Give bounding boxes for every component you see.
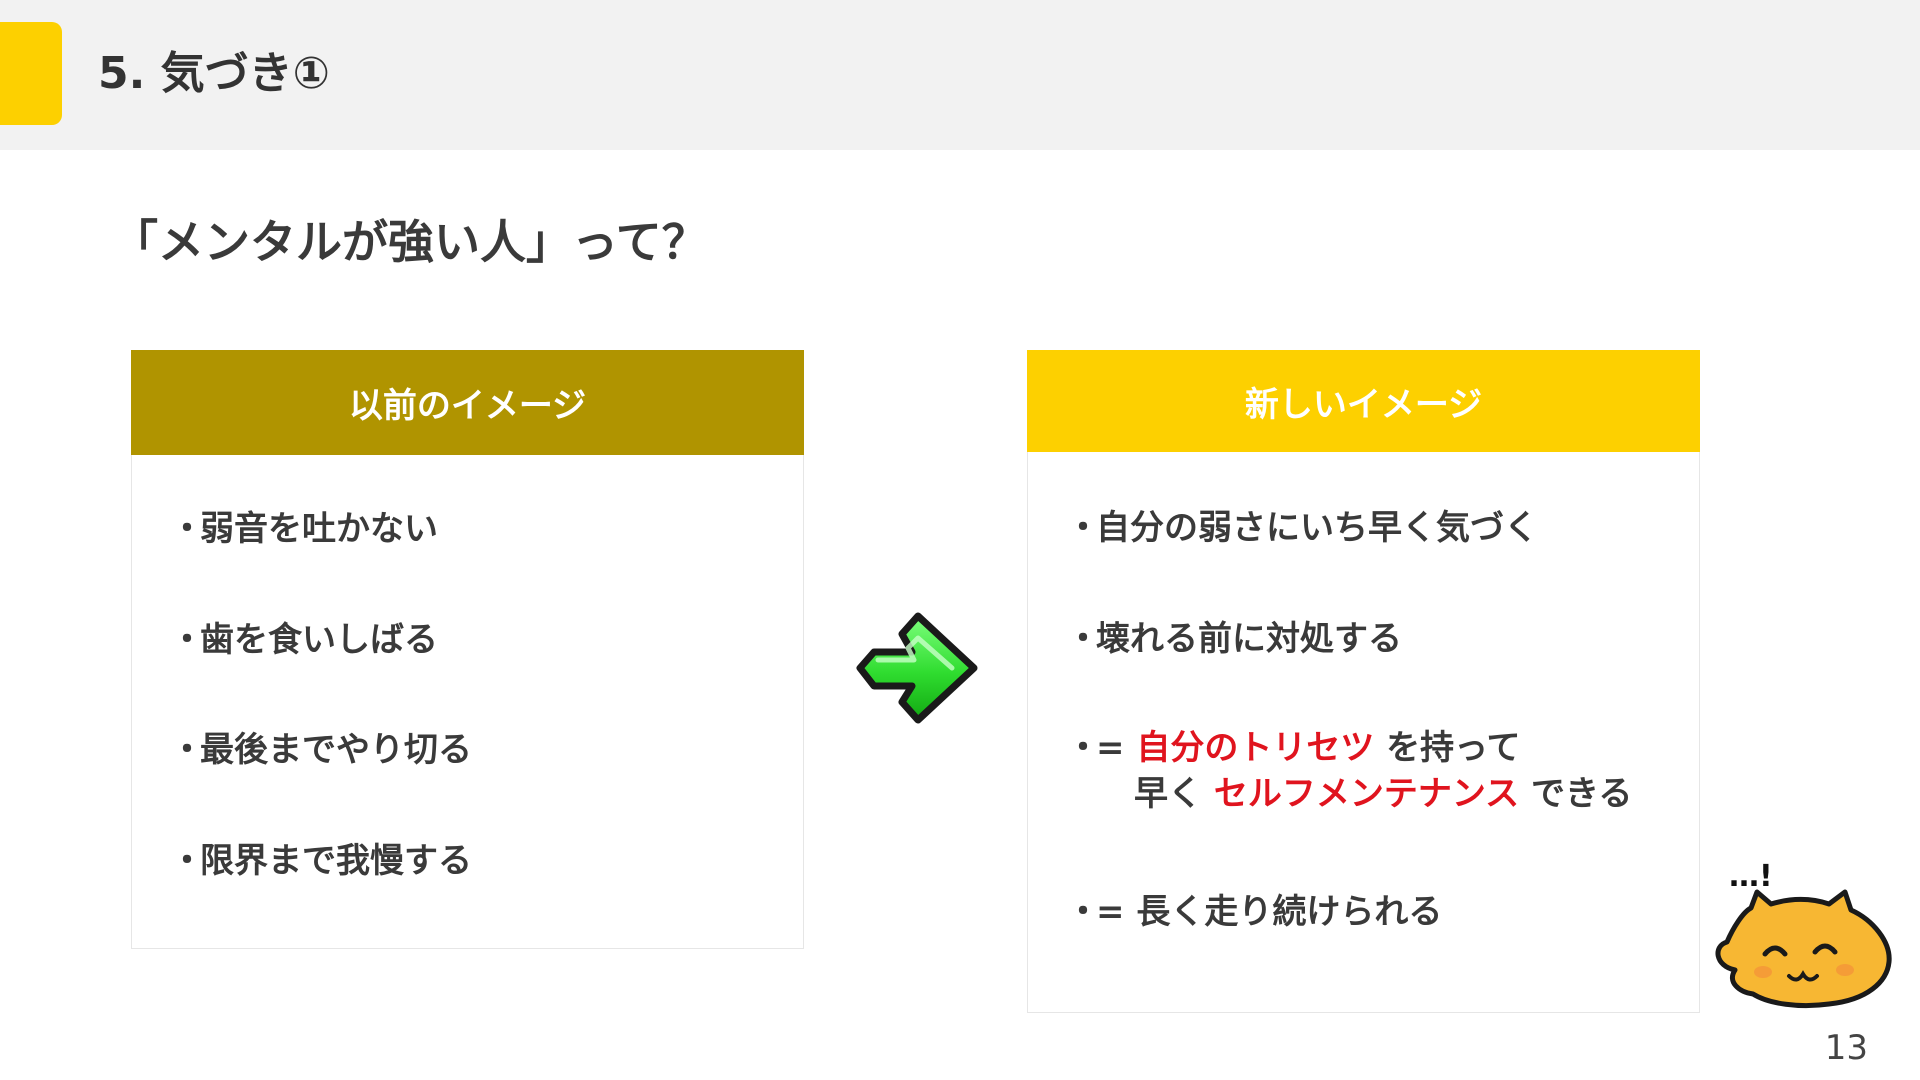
old-image-item-text: 最後までやり切る bbox=[200, 730, 472, 770]
new-image-item-text: できる bbox=[1519, 774, 1633, 814]
bullet-dot: ・ bbox=[1066, 508, 1100, 548]
new-image-card: 新しいイメージ ・自分の弱さにいち早く気づく ・壊れる前に対処する ・= 自分の… bbox=[1027, 350, 1700, 1013]
bullet-dot: ・ bbox=[170, 509, 204, 549]
new-image-card-title: 新しいイメージ bbox=[1027, 350, 1700, 452]
bullet-dot: ・ bbox=[1066, 619, 1100, 659]
new-image-item: ・= 自分のトリセツ を持って 早く セルフメンテナンス できる bbox=[1066, 725, 1632, 817]
bullet-dot: ・ bbox=[1066, 728, 1100, 768]
bullet-dot: ・ bbox=[170, 620, 204, 660]
mascot-thought-text: …! bbox=[1729, 859, 1773, 894]
old-image-item: ・限界まで我慢する bbox=[170, 838, 472, 884]
new-image-item-text: 自分の弱さにいち早く気づく bbox=[1096, 508, 1538, 548]
old-image-card-title: 以前のイメージ bbox=[131, 350, 804, 455]
green-right-arrow-icon bbox=[856, 612, 978, 724]
bullet-dot: ・ bbox=[170, 730, 204, 770]
orange-cat-mascot: …! bbox=[1715, 859, 1892, 1009]
page-number: 13 bbox=[1824, 1028, 1868, 1068]
new-image-item-prefix: = bbox=[1096, 728, 1137, 768]
new-image-item-text: 壊れる前に対処する bbox=[1096, 619, 1402, 659]
highlight-torisetsu: 自分のトリセツ bbox=[1136, 728, 1375, 768]
question-heading: 「メンタルが強い人」って？ bbox=[112, 215, 708, 269]
page-title: 5. 気づき① bbox=[98, 48, 330, 99]
new-image-item: ・壊れる前に対処する bbox=[1066, 616, 1402, 662]
old-image-card: 以前のイメージ ・弱音を吐かない ・歯を食いしばる ・最後までやり切る ・限界ま… bbox=[131, 350, 804, 949]
old-image-item: ・最後までやり切る bbox=[170, 727, 472, 773]
old-image-item-text: 歯を食いしばる bbox=[200, 620, 438, 660]
new-image-item: ・自分の弱さにいち早く気づく bbox=[1066, 505, 1538, 551]
new-image-item-text: 早く bbox=[1134, 774, 1214, 814]
old-image-item-text: 限界まで我慢する bbox=[200, 841, 472, 881]
old-image-item: ・弱音を吐かない bbox=[170, 506, 438, 552]
new-image-item-text: を持って bbox=[1374, 728, 1521, 768]
old-image-item: ・歯を食いしばる bbox=[170, 617, 438, 663]
highlight-self-maintenance: セルフメンテナンス bbox=[1213, 774, 1520, 814]
bullet-dot: ・ bbox=[1066, 892, 1100, 932]
new-image-item-text: = 長く走り続けられる bbox=[1096, 892, 1443, 932]
header-accent-bar bbox=[0, 22, 62, 125]
old-image-item-text: 弱音を吐かない bbox=[200, 509, 438, 549]
new-image-item: ・= 長く走り続けられる bbox=[1066, 889, 1442, 935]
bullet-dot: ・ bbox=[170, 841, 204, 881]
header-band bbox=[0, 0, 1920, 150]
